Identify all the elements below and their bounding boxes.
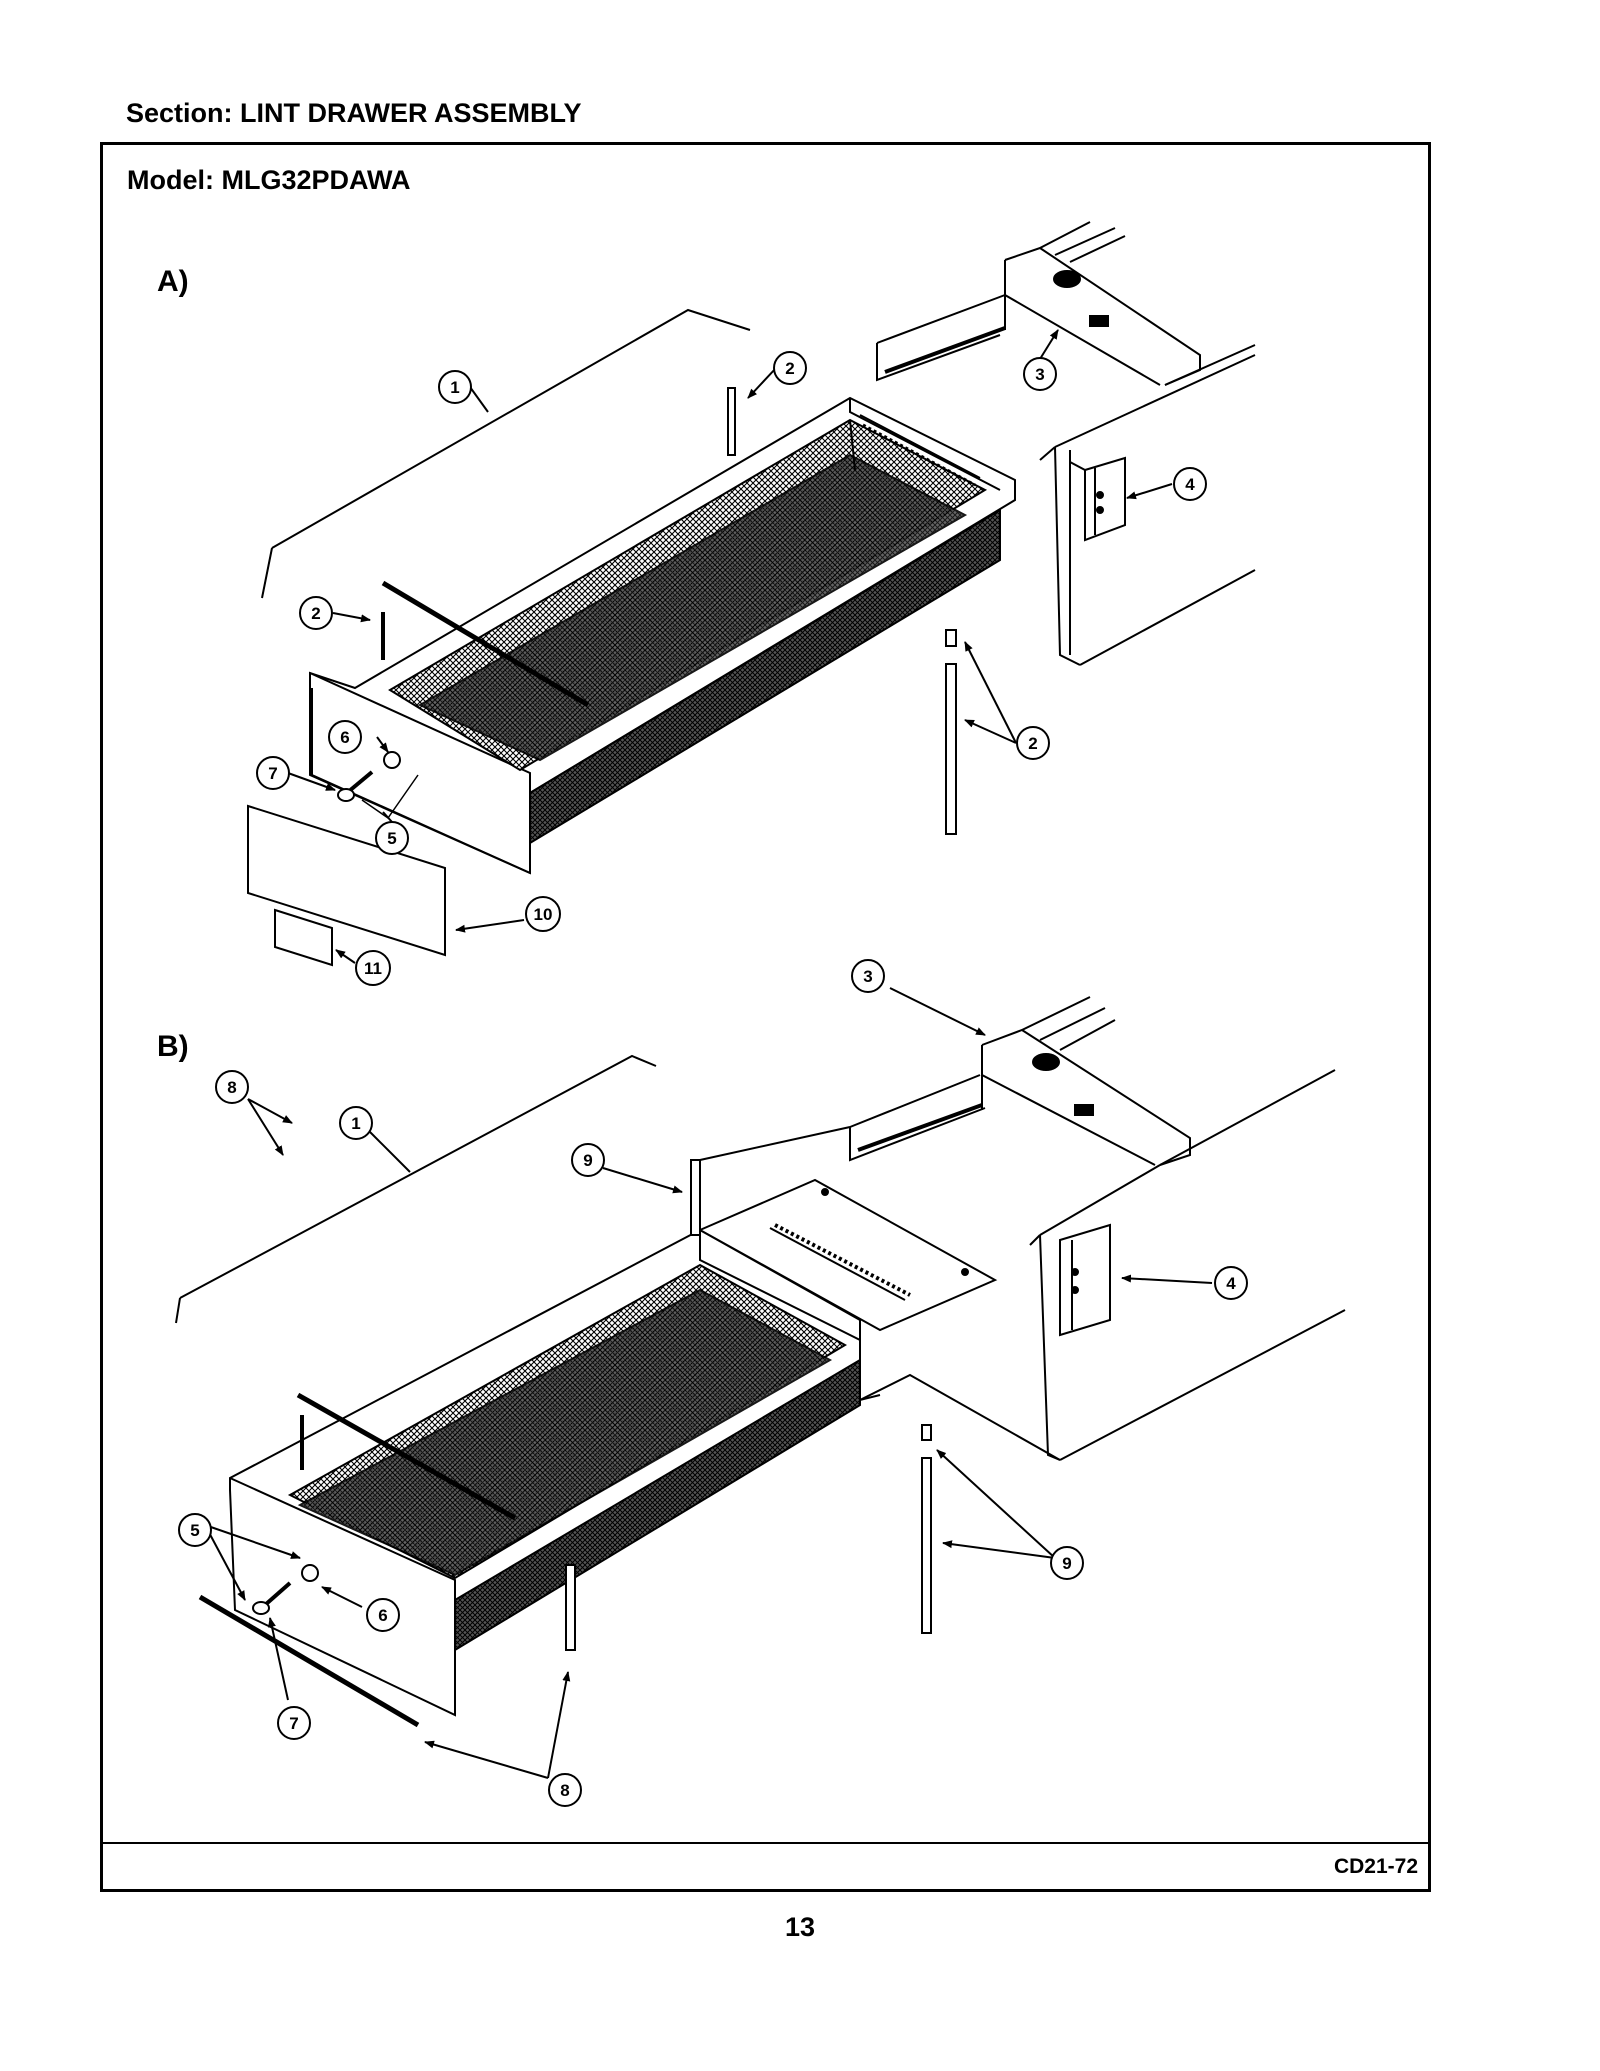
- callout-5-a: 5: [375, 821, 409, 855]
- callout-3-a: 3: [1023, 357, 1057, 391]
- callout-number: 1: [450, 378, 459, 397]
- callout-10-a: 10: [525, 896, 561, 932]
- callout-number: 8: [560, 1781, 569, 1800]
- callout-4-b: 4: [1214, 1266, 1248, 1300]
- view-a-leaders: [287, 329, 1173, 964]
- callout-3-b: 3: [851, 959, 885, 993]
- callout-number: 7: [268, 764, 277, 783]
- footer-rule: [103, 1842, 1428, 1844]
- view-label-b: B): [157, 1030, 189, 1063]
- callout-number: 3: [863, 967, 872, 986]
- model-label: Model: MLG32PDAWA: [127, 165, 411, 195]
- callout-6-a: 6: [328, 720, 362, 754]
- callout-8-b-top: 8: [215, 1070, 249, 1104]
- callout-number: 7: [289, 1714, 298, 1733]
- callout-6-b: 6: [366, 1598, 400, 1632]
- diagram-frame: Model: MLG32PDAWA A) B) CD21-72: [100, 142, 1431, 1892]
- view-a-drawing: [247, 221, 1256, 967]
- callout-number: 10: [534, 905, 553, 924]
- callout-number: 4: [1185, 475, 1195, 494]
- callout-7-b: 7: [277, 1706, 311, 1740]
- page-number: 13: [784, 1912, 816, 1942]
- drawing-code: CD21-72: [1333, 1855, 1418, 1878]
- callout-number: 6: [378, 1606, 387, 1625]
- callout-2-a-left: 2: [299, 596, 333, 630]
- callout-number: 2: [311, 604, 320, 623]
- callout-11-a: 11: [355, 950, 391, 986]
- view-b-callouts: 1 3 4 5 6 7 8 8 9 9: [178, 959, 1248, 1807]
- callout-number: 2: [1028, 734, 1037, 753]
- callout-2-a-top: 2: [773, 351, 807, 385]
- callout-number: 6: [340, 728, 349, 747]
- callout-number: 5: [190, 1521, 199, 1540]
- callout-number: 4: [1226, 1274, 1236, 1293]
- callout-5-b: 5: [178, 1513, 212, 1547]
- callout-1-a: 1: [438, 370, 472, 404]
- view-label-a: A): [157, 265, 189, 298]
- view-a-callouts: 1 2 2 2 3 4 5 6 7 10 11: [256, 351, 1207, 986]
- callout-9-b-bottom: 9: [1050, 1546, 1084, 1580]
- callout-number: 3: [1035, 365, 1044, 384]
- view-b-drawing: [175, 996, 1346, 1728]
- callout-number: 9: [583, 1151, 592, 1170]
- section-title: Section: LINT DRAWER ASSEMBLY: [126, 98, 582, 128]
- view-b-leaders: [204, 987, 1213, 1779]
- callout-1-b: 1: [339, 1106, 373, 1140]
- callout-2-a-right: 2: [1016, 726, 1050, 760]
- callout-8-b-bottom: 8: [548, 1773, 582, 1807]
- callout-4-a: 4: [1173, 467, 1207, 501]
- callout-number: 11: [364, 959, 382, 978]
- callout-number: 2: [785, 359, 794, 378]
- callout-number: 5: [387, 829, 396, 848]
- callout-7-a: 7: [256, 756, 290, 790]
- callout-number: 9: [1062, 1554, 1071, 1573]
- callout-number: 1: [351, 1114, 360, 1133]
- callout-number: 8: [227, 1078, 236, 1097]
- callout-9-b-top: 9: [571, 1143, 605, 1177]
